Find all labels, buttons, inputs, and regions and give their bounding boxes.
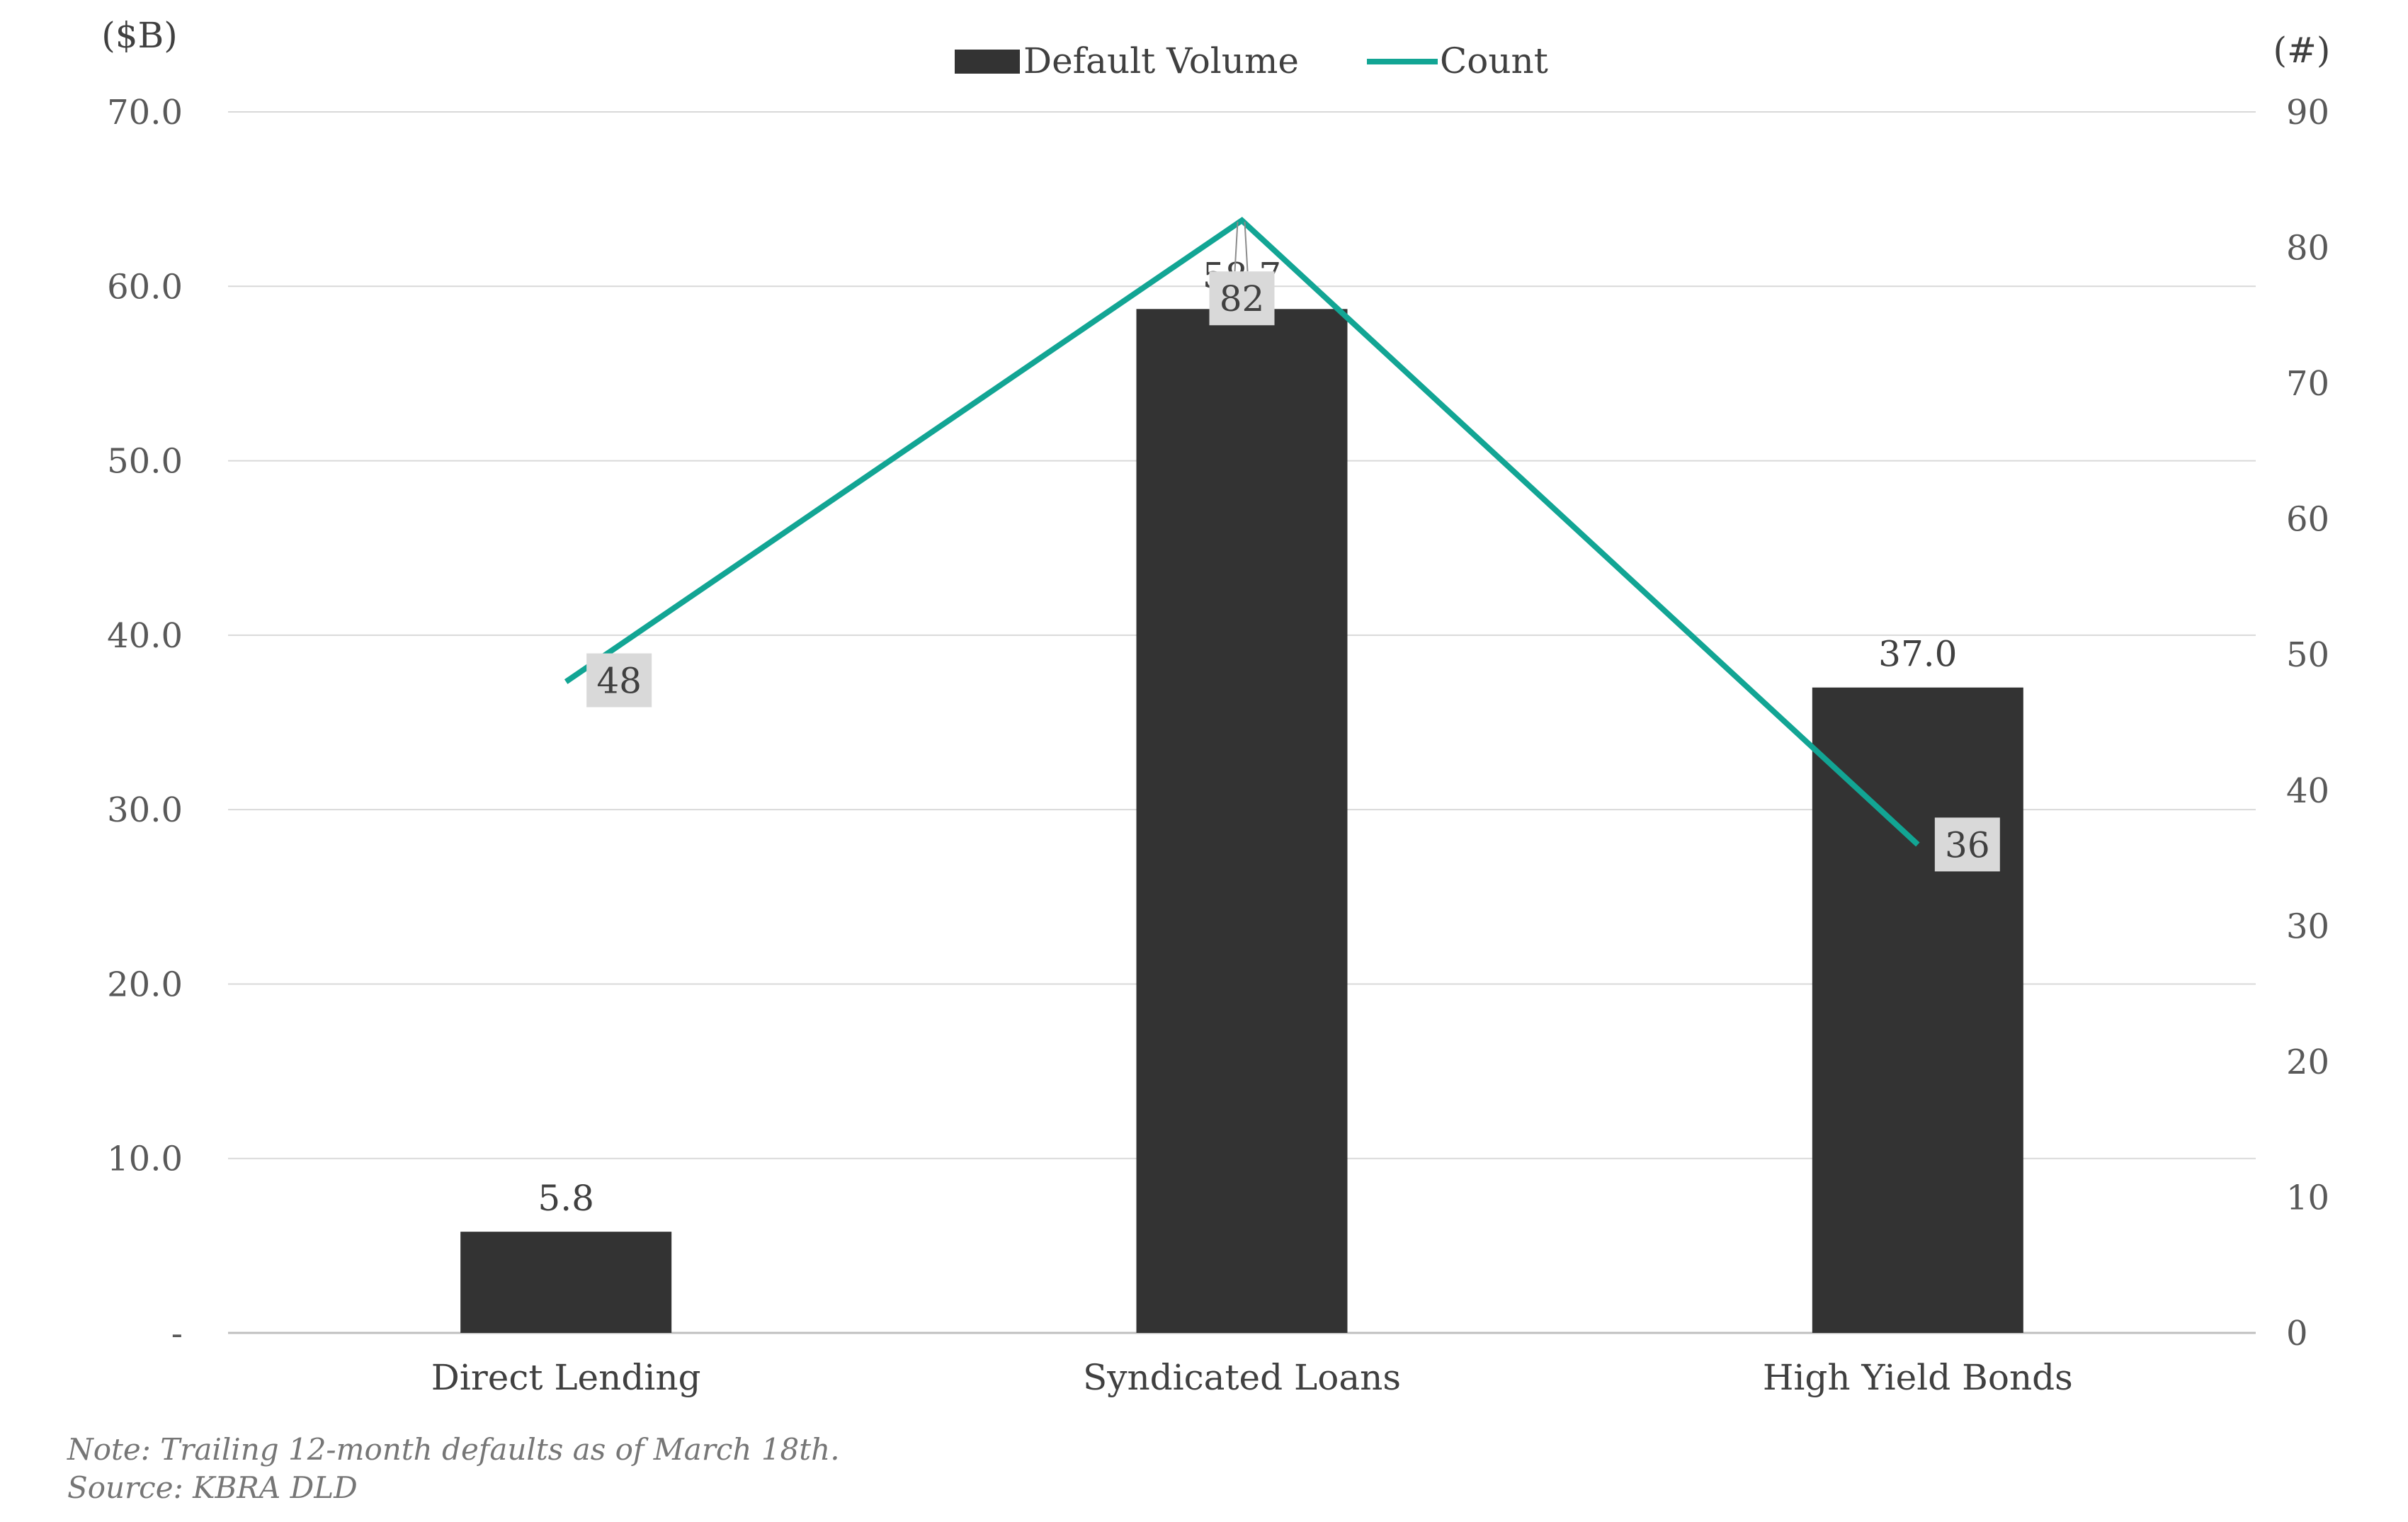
y-right-tick-label: 70 <box>2286 364 2329 404</box>
y-right-tick-label: 30 <box>2286 907 2329 946</box>
bar <box>1812 687 2023 1333</box>
legend: Default Volume Count <box>955 40 1548 81</box>
x-category-label: High Yield Bonds <box>1763 1357 2073 1398</box>
legend-bar-swatch <box>955 50 1020 74</box>
count-label-box <box>1209 271 1275 326</box>
bar-value-label: 5.8 <box>538 1178 594 1219</box>
bar <box>1136 309 1348 1333</box>
count-value-label: 36 <box>1945 824 1990 865</box>
y-left-tick-label: - <box>171 1314 183 1353</box>
y-right-tick-label: 20 <box>2286 1043 2329 1082</box>
y-left-tick-label: 40.0 <box>107 616 183 656</box>
bars <box>460 309 2023 1333</box>
y-left-tick-label: 30.0 <box>107 790 183 830</box>
y-left-axis-label: ($B) <box>101 15 178 56</box>
legend-label-count: Count <box>1440 40 1548 81</box>
y-right-axis-label: (#) <box>2273 30 2331 71</box>
count-leader-line <box>1234 222 1239 272</box>
count-value-label: 48 <box>596 661 642 702</box>
chart-source: Source: KBRA DLD <box>67 1470 358 1505</box>
count-series-line <box>564 217 1920 847</box>
count-value-label: 82 <box>1220 278 1265 319</box>
count-label-box <box>586 653 652 708</box>
count-leader-line <box>1244 222 1249 272</box>
y-left-tick-label: 70.0 <box>107 93 183 132</box>
bar-value-label: 37.0 <box>1878 634 1957 675</box>
chart-note: Note: Trailing 12-month defaults as of M… <box>67 1432 840 1467</box>
y-right-tick-label: 10 <box>2286 1178 2329 1217</box>
legend-label-default-volume: Default Volume <box>1023 40 1299 81</box>
y-left-tick-label: 50.0 <box>107 442 183 482</box>
y-right-tick-label: 90 <box>2286 93 2329 132</box>
count-line <box>564 217 1920 847</box>
count-label-box <box>1934 817 2000 872</box>
y-right-tick-label: 50 <box>2286 635 2329 675</box>
y-right-tick-label: 40 <box>2286 771 2329 811</box>
y-right-tick-label: 80 <box>2286 229 2329 268</box>
y-left-tick-label: 20.0 <box>107 965 183 1004</box>
bar <box>460 1232 672 1333</box>
y-right-tick-label: 0 <box>2286 1314 2308 1353</box>
x-category-label: Direct Lending <box>431 1357 701 1398</box>
axes: - 10.0 20.0 30.0 40.0 50.0 60.0 70.0 0 10 20 30 40 50… <box>101 15 2330 1398</box>
x-category-label: Syndicated Loans <box>1083 1357 1401 1398</box>
y-left-tick-label: 10.0 <box>107 1140 183 1179</box>
y-right-tick-label: 60 <box>2286 500 2329 540</box>
y-left-tick-label: 60.0 <box>107 267 183 307</box>
